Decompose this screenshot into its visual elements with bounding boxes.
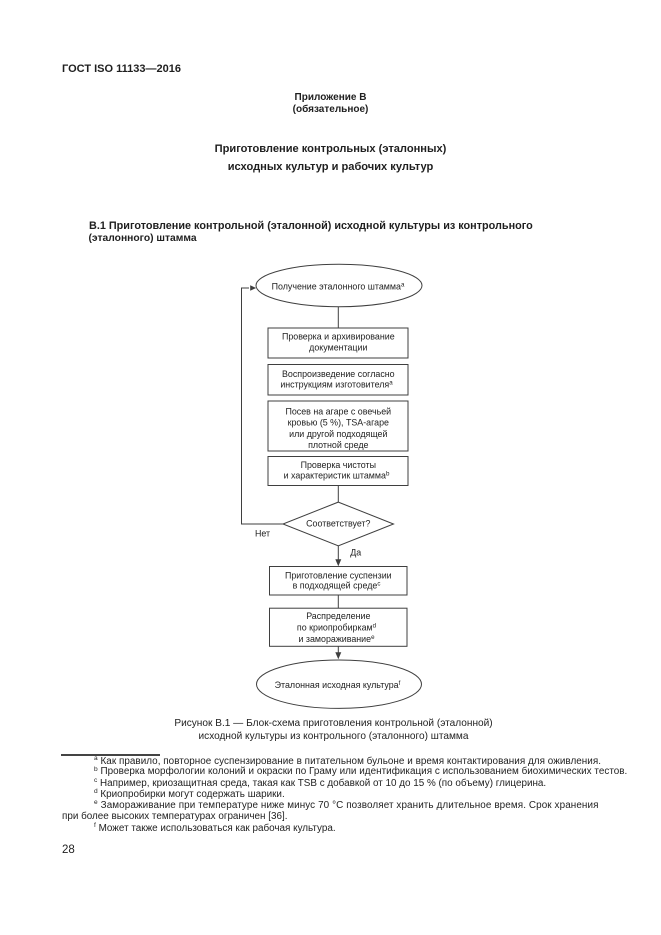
svg-text:Эталонная исходная культураf: Эталонная исходная культураf: [275, 680, 401, 690]
svg-text:Приготовление суспензии: Приготовление суспензии: [285, 570, 392, 580]
svg-text:в подходящей средес: в подходящей средес: [293, 581, 381, 591]
svg-text:Нет: Нет: [255, 528, 270, 538]
svg-text:Проверка чистоты: Проверка чистоты: [301, 460, 376, 470]
svg-text:Воспроизведение согласно: Воспроизведение согласно: [282, 369, 395, 379]
svg-text:или другой подходящей: или другой подходящей: [289, 429, 387, 439]
svg-text:и характеристик штаммаb: и характеристик штаммаb: [284, 471, 390, 481]
svg-text:документации: документации: [309, 343, 367, 353]
svg-text:плотной среде: плотной среде: [308, 440, 368, 450]
svg-text:Распределение: Распределение: [306, 611, 370, 621]
svg-text:Посев на агаре с овечьей: Посев на агаре с овечьей: [285, 407, 391, 417]
svg-text:кровью (5 %), TSA-агаре: кровью (5 %), TSA-агаре: [288, 418, 389, 428]
svg-text:по криопробиркамd: по криопробиркамd: [297, 623, 377, 633]
svg-text:Проверка и архивирование: Проверка и архивирование: [282, 332, 395, 342]
svg-text:инструкциям изготовителяа: инструкциям изготовителяа: [280, 380, 393, 390]
svg-text:Соответствует?: Соответствует?: [306, 519, 370, 529]
svg-text:Получение эталонного штаммаа: Получение эталонного штаммаа: [272, 282, 405, 292]
svg-text:и замораживаниее: и замораживаниее: [298, 634, 375, 644]
svg-text:Да: Да: [350, 547, 361, 557]
